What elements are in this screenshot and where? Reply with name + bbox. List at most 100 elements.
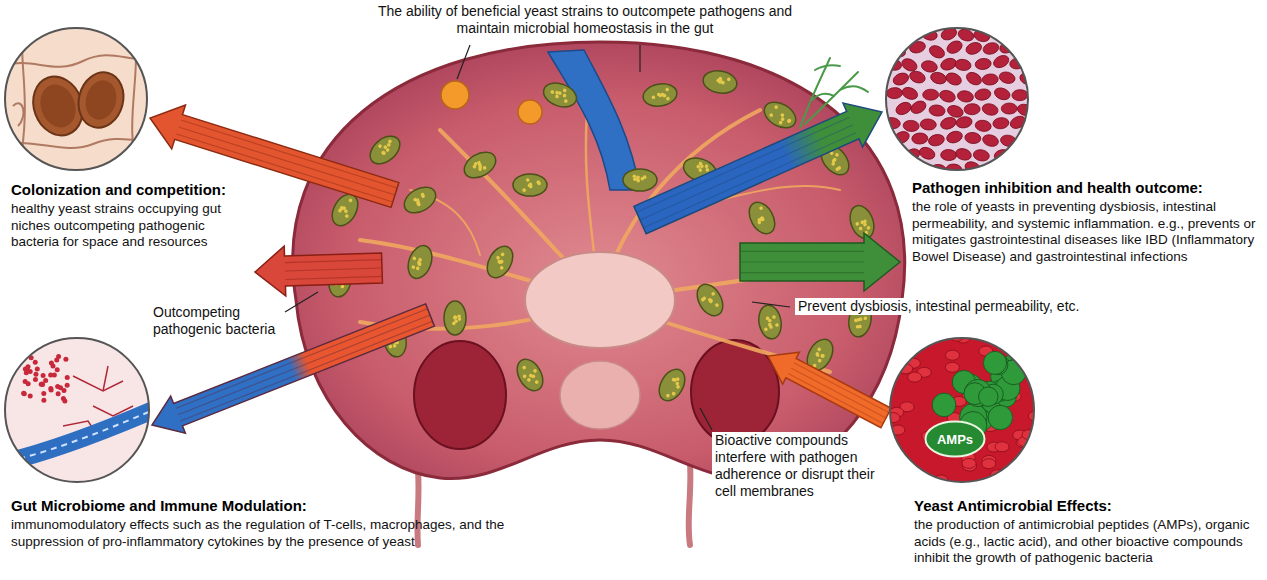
red-blood-cell <box>894 100 913 117</box>
arrow-shape <box>634 103 882 234</box>
yeast-cell <box>641 81 678 109</box>
red-blood-cell <box>939 115 958 131</box>
yeast-granule <box>496 255 501 260</box>
cell-fold <box>132 26 138 172</box>
red-blood-cell <box>929 71 947 86</box>
red-blood-cell <box>886 87 902 99</box>
yeast-body <box>512 355 548 395</box>
yeast-granule <box>820 353 825 358</box>
yeast-granule <box>348 198 353 203</box>
yeast-granule <box>497 260 502 265</box>
leader-line <box>639 45 640 72</box>
organ-outline <box>293 42 905 479</box>
red-blood-cell <box>975 58 992 71</box>
yeast-granule <box>651 95 655 99</box>
yeast-granule <box>499 265 504 270</box>
callout-label: Prevent dysbiosis, intestinal permeabili… <box>795 298 1135 315</box>
callout-label: The ability of beneficial yeast strains … <box>365 3 805 37</box>
immune-cell <box>54 357 59 362</box>
yeast-granule <box>377 144 382 149</box>
yeast-cell <box>692 280 728 320</box>
yeast-granule <box>640 177 644 181</box>
yeast-granule <box>562 88 567 93</box>
red-blood-cell <box>912 133 928 145</box>
immune-cell <box>26 381 31 386</box>
yeast-cell <box>460 147 500 183</box>
amp-oval: AMPs <box>924 420 986 458</box>
yeast-granule <box>772 315 776 319</box>
block-arrow <box>255 246 382 296</box>
red-blood-cell <box>1010 26 1029 42</box>
circle-content <box>888 336 1036 484</box>
red-cell <box>1016 467 1030 477</box>
yeast-granule <box>420 192 425 197</box>
red-blood-cell <box>902 26 921 43</box>
yeast-granule <box>858 226 863 231</box>
yeast-granule <box>665 393 670 398</box>
yeast-granule <box>564 99 569 104</box>
red-blood-cell <box>1001 103 1017 114</box>
yeast-granule <box>775 323 779 327</box>
ureter <box>689 462 691 545</box>
yeast-granule <box>698 161 703 166</box>
yeast-granule <box>555 90 560 95</box>
yeast-granule <box>497 259 502 264</box>
arrow-fibre <box>285 260 382 263</box>
yeast-granule <box>415 266 420 271</box>
yeast-granule <box>657 92 661 96</box>
yeast-body <box>404 242 436 281</box>
red-blood-cell <box>964 40 983 56</box>
yeast-granule <box>817 358 822 363</box>
red-blood-cell <box>956 89 974 103</box>
arrow-shape <box>768 352 891 428</box>
yeast-body <box>654 365 690 405</box>
yeast-cell <box>623 169 657 191</box>
renal-pelvis <box>560 361 640 429</box>
yeast-cell <box>400 182 440 218</box>
red-blood-cell <box>944 71 963 88</box>
immune-cell <box>55 367 60 372</box>
immune-cell <box>28 369 33 374</box>
yeast-cell <box>444 301 466 335</box>
yeast-granule <box>698 168 703 173</box>
yeast-body <box>641 81 678 109</box>
red-blood-cell <box>1002 165 1019 172</box>
immune-cell <box>33 377 38 382</box>
yeast-body <box>365 131 405 170</box>
red-blood-cell <box>900 85 919 101</box>
pathogen-cell <box>441 81 469 109</box>
arrow-fibre <box>740 251 864 252</box>
red-blood-cell <box>928 104 945 117</box>
yeast-granule <box>780 113 785 118</box>
yeast-body <box>482 242 518 282</box>
arrow-fibre <box>740 261 864 262</box>
yeast-granule <box>526 377 531 382</box>
immune-cell <box>65 383 70 388</box>
red-blood-cell <box>927 133 945 147</box>
yeast-cell <box>404 242 436 281</box>
cell-fold <box>18 26 25 172</box>
yeast-granule <box>704 164 709 169</box>
red-blood-cell <box>998 39 1017 56</box>
yeast-granule <box>707 297 712 302</box>
red-blood-cell <box>993 148 1011 162</box>
yeast-granule <box>393 344 397 348</box>
red-blood-cell <box>903 120 920 132</box>
topic-description: the production of antimicrobial peptides… <box>914 517 1262 567</box>
cell-fold <box>3 138 149 148</box>
yeast-body <box>701 68 738 96</box>
arrow-fibre <box>285 276 382 279</box>
circle-content <box>3 336 151 484</box>
circle-outline <box>5 28 147 170</box>
antimicrobial-cluster <box>988 405 1012 429</box>
yeast-granule <box>786 119 791 124</box>
yeast-granule <box>454 319 458 323</box>
yeast-granule <box>550 90 555 95</box>
yeast-cell <box>365 131 405 170</box>
oval-outline <box>926 422 985 457</box>
yeast-granule <box>636 177 640 181</box>
arrow-shape <box>255 246 382 296</box>
red-blood-cell <box>954 147 972 162</box>
topic-text: Pathogen inhibition and health outcome:t… <box>912 178 1260 265</box>
